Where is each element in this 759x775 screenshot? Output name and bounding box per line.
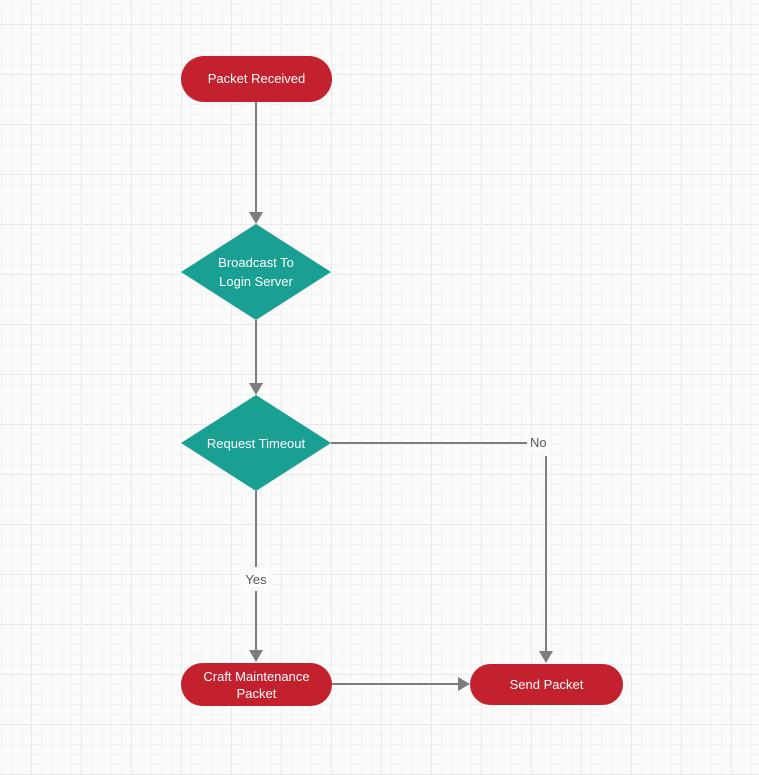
- node-request-timeout[interactable]: Request Timeout: [181, 395, 331, 491]
- node-label: Craft Maintenance Packet: [203, 668, 310, 701]
- edge-broadcast-to-timeout[interactable]: [255, 320, 257, 383]
- edge-timeout-no-horizontal[interactable]: [331, 442, 527, 444]
- node-craft-maintenance-packet[interactable]: Craft Maintenance Packet: [181, 663, 332, 706]
- arrowhead-right-icon: [458, 677, 470, 691]
- edge-label-yes[interactable]: Yes: [240, 571, 272, 588]
- node-send-packet[interactable]: Send Packet: [470, 664, 623, 705]
- edge-timeout-yes-upper[interactable]: [255, 491, 257, 567]
- arrowhead-down-icon: [249, 650, 263, 662]
- arrowhead-down-icon: [539, 651, 553, 663]
- node-packet-received[interactable]: Packet Received: [181, 56, 332, 102]
- node-label: Request Timeout: [206, 435, 306, 451]
- edge-received-to-broadcast[interactable]: [255, 102, 257, 212]
- node-label: Packet Received: [207, 71, 306, 86]
- edge-timeout-yes-lower[interactable]: [255, 591, 257, 650]
- edge-label-no[interactable]: No: [527, 434, 550, 451]
- node-label: Send Packet: [509, 676, 584, 692]
- arrowhead-down-icon: [249, 383, 263, 395]
- arrowhead-down-icon: [249, 212, 263, 224]
- node-label: Broadcast To Login Server: [218, 255, 294, 289]
- edge-timeout-no-vertical[interactable]: [545, 456, 547, 651]
- node-broadcast-to-login-server[interactable]: Broadcast To Login Server: [181, 224, 331, 320]
- edge-craft-to-send[interactable]: [332, 683, 458, 685]
